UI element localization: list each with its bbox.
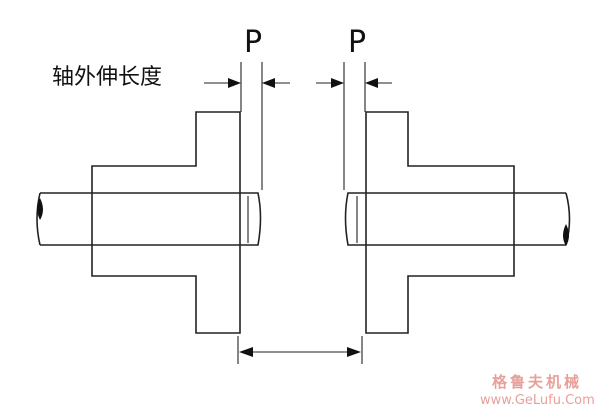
gap-dimension (237, 336, 363, 364)
watermark: 格鲁夫机械 www.GeLufu.Com (480, 373, 595, 408)
watermark-url: www.GeLufu.Com (480, 393, 595, 408)
shaft-extension-label: 轴外伸长度 (52, 65, 162, 90)
p-label-left: P (244, 25, 262, 60)
p-dimension-left (204, 62, 290, 190)
left-shaft (36, 192, 262, 246)
watermark-name: 格鲁夫机械 (492, 373, 582, 391)
p-label-right: P (348, 25, 366, 60)
left-hub (91, 111, 241, 334)
p-dimension-right (316, 62, 392, 190)
right-shaft (344, 192, 571, 246)
right-hub (365, 111, 515, 334)
